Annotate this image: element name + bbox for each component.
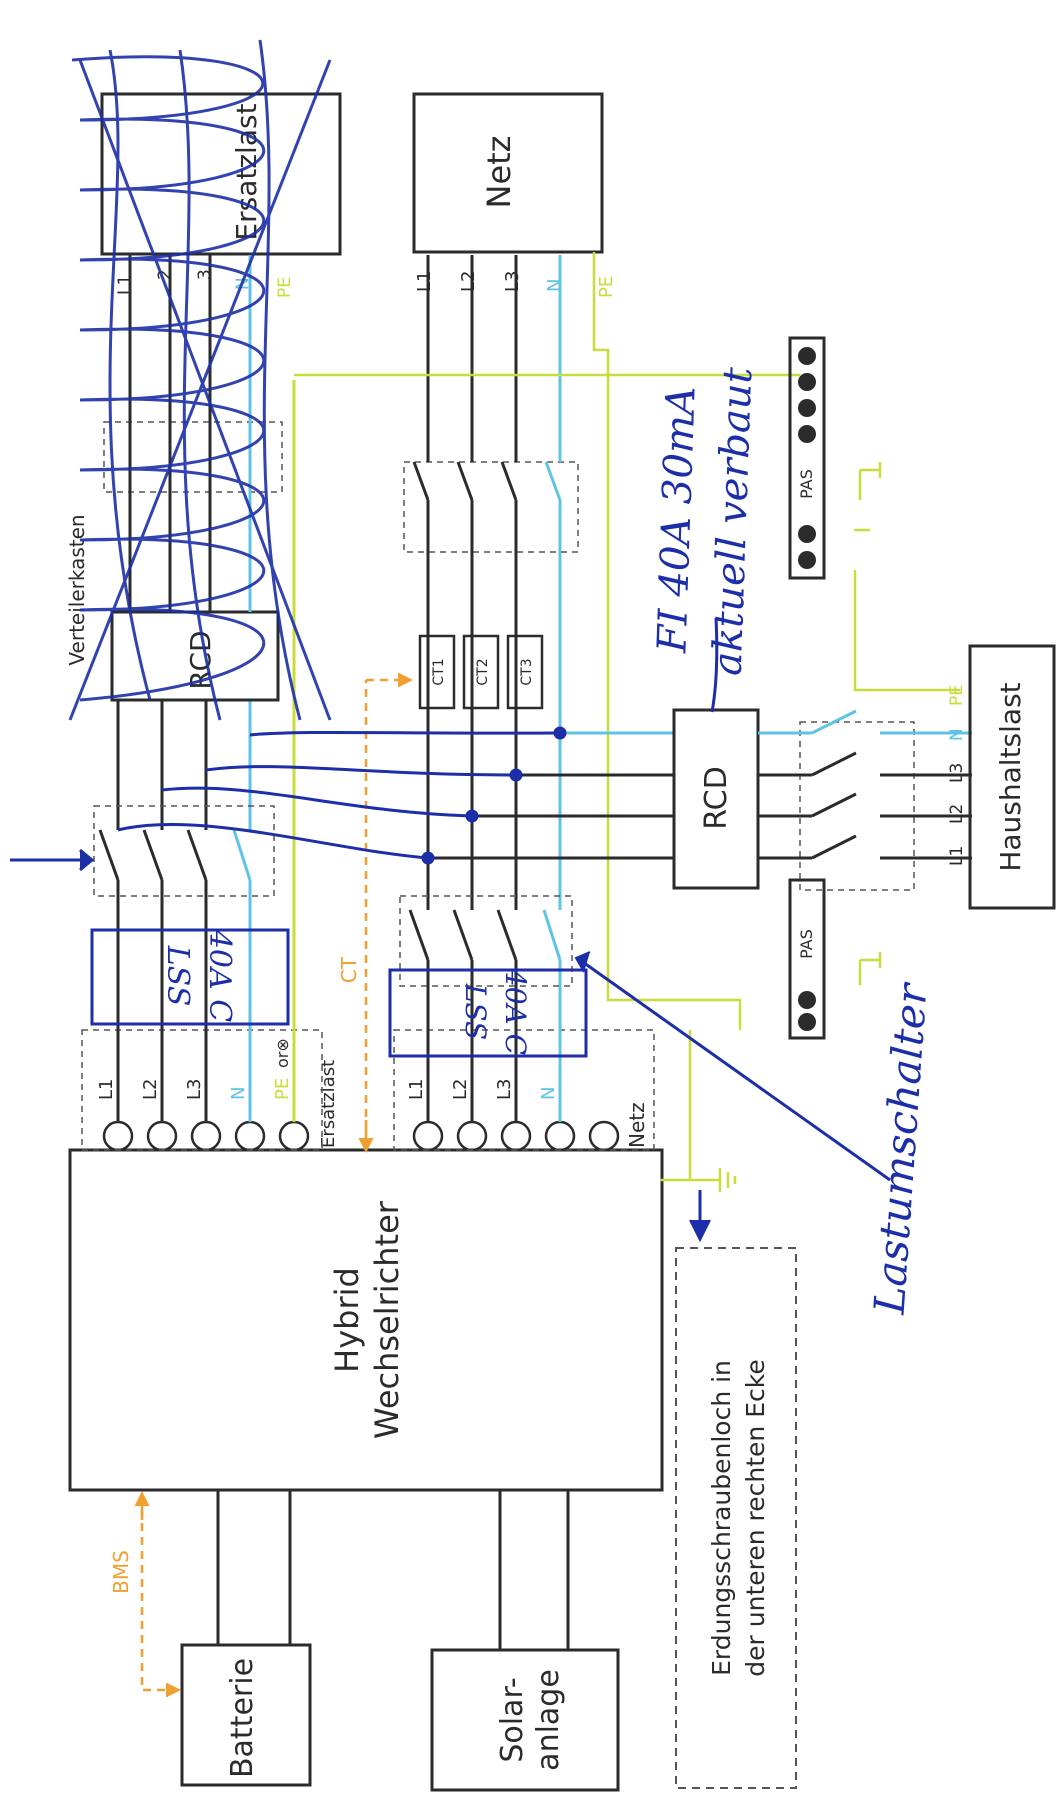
backup-breaker-note-2: LSS	[160, 945, 195, 1007]
backup-pe-label: PE	[272, 1078, 293, 1100]
backup-l3-label: L3	[184, 1079, 205, 1100]
netz-l2-label: L2	[458, 271, 479, 292]
bms-label: BMS	[109, 1550, 133, 1594]
backup-pe-or-label: or⊗	[273, 1038, 292, 1068]
backup-breaker-note: 40A C	[202, 929, 237, 1022]
handwritten-wiring	[10, 726, 567, 872]
netz-n-label: N	[544, 279, 565, 292]
backup-load-box	[100, 92, 342, 256]
rcd-note-line2: aktuell verbaut	[705, 366, 762, 677]
household-rcd-label: RCD	[699, 766, 734, 829]
ct3-label: CT3	[519, 658, 535, 685]
solar-label-line1: Solar-	[495, 1677, 530, 1762]
switch-note: Lastumschalter	[864, 979, 936, 1316]
pas-lower-label: PAS	[797, 929, 816, 959]
household-rcd-box	[672, 708, 760, 890]
pas-lower	[788, 878, 826, 1040]
grid-box	[412, 92, 604, 254]
hybrid-inverter-box	[68, 1148, 664, 1492]
pas-upper	[788, 336, 826, 580]
grid-breaker-note-2: LSS	[459, 983, 492, 1040]
ct-sensors	[418, 634, 544, 710]
house-n-label: N	[947, 728, 967, 741]
netz-l3-label: L3	[502, 271, 523, 292]
grid-n-label: N	[538, 1087, 559, 1100]
distribution-box-label: Verteilerkasten	[65, 514, 89, 665]
grid-terminals	[412, 1120, 620, 1152]
backup-terminals	[102, 1120, 310, 1152]
netz-l1-label: L1	[414, 271, 435, 292]
inverter-label-line1: Hybrid	[328, 1267, 366, 1373]
household-load-box	[968, 644, 1056, 910]
ground-note-box	[675, 1247, 797, 1789]
grid-l2-label: L2	[450, 1079, 471, 1100]
ground-note-line2: der unteren rechten Ecke	[741, 1359, 770, 1676]
ersatz-l3-label: 3	[195, 269, 215, 280]
ct1-label: CT1	[431, 658, 447, 685]
house-l1-label: L1	[947, 846, 967, 866]
ersatz-l2-label: 2	[155, 269, 175, 280]
grid-label: Netz	[480, 136, 518, 209]
house-l2-label: L2	[947, 804, 967, 824]
backup-terminal-label: Ersatzlast	[318, 1060, 339, 1148]
house-pe-label: PE	[947, 685, 967, 706]
grid-breaker-note-box	[388, 968, 588, 1058]
solar-label-line2: anlage	[531, 1669, 566, 1771]
grid-l1-label: L1	[406, 1079, 427, 1100]
ersatz-pe-label: PE	[275, 277, 295, 298]
crossout-scribble	[68, 39, 332, 721]
ct-label: CT	[337, 956, 361, 983]
ct2-label: CT2	[475, 658, 491, 685]
ersatz-l1-label: L1	[115, 275, 135, 295]
backup-l2-label: L2	[140, 1079, 161, 1100]
battery-box	[180, 1643, 312, 1787]
backup-l1-label: L1	[96, 1079, 117, 1100]
netz-pe-label: PE	[596, 276, 617, 298]
household-load-label: Haushaltslast	[994, 682, 1027, 871]
grid-breaker-note: 40A C	[499, 968, 532, 1055]
solar-box	[430, 1648, 620, 1792]
battery-label: Batterie	[225, 1658, 260, 1778]
grid-terminal-label: Netz	[625, 1102, 649, 1148]
inverter-label-line2: Wechselrichter	[368, 1200, 406, 1439]
pas-upper-label: PAS	[797, 469, 816, 499]
backup-breaker-note-box	[90, 928, 290, 1026]
rcd-note-line1: FI 40A 30mA	[649, 386, 704, 655]
house-l3-label: L3	[947, 763, 967, 783]
grid-l3-label: L3	[494, 1079, 515, 1100]
ground-note-line1: Erdungsschraubenloch in	[707, 1360, 736, 1676]
backup-n-label: N	[228, 1087, 249, 1100]
